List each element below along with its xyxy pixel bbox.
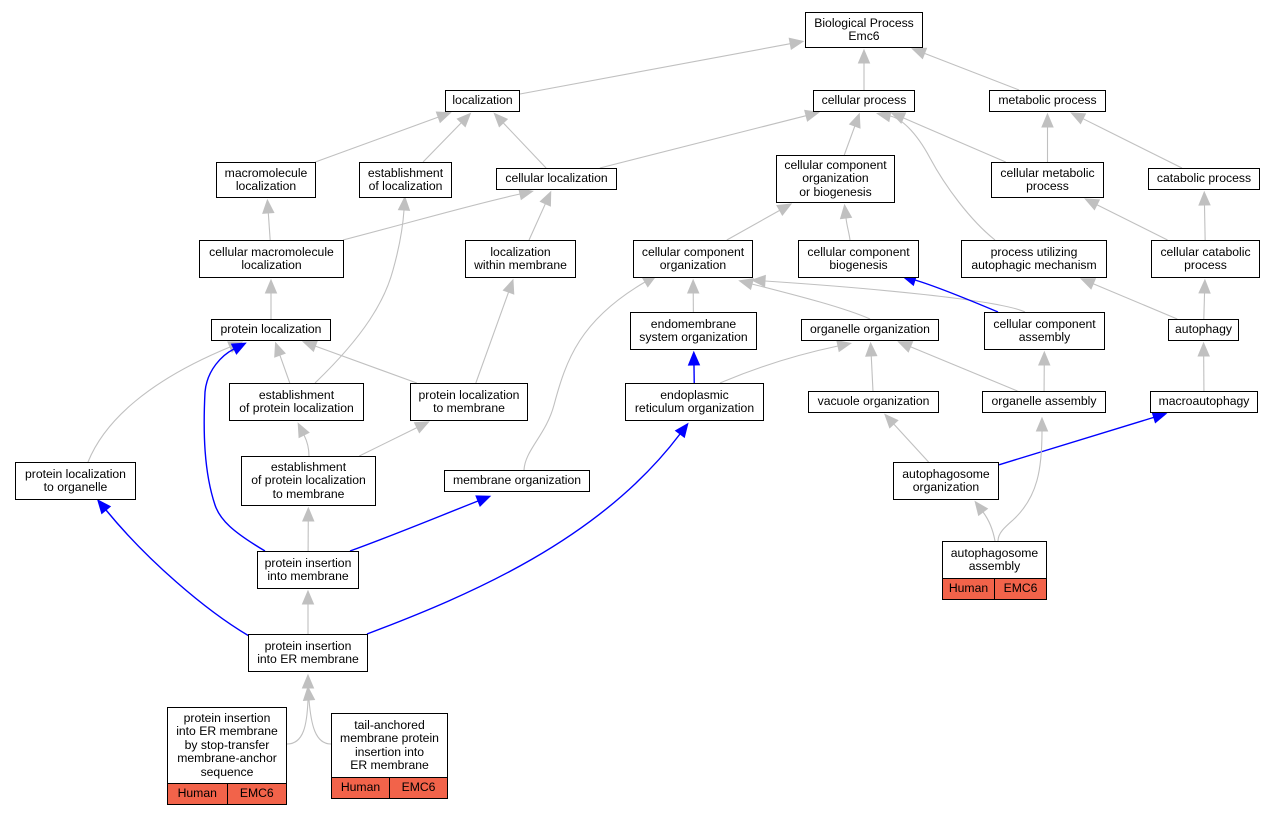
- edge-autoph-to-ccp: [1198, 278, 1211, 320]
- edge-apa-to-apo: [974, 500, 996, 542]
- edge-pier-to-ero: [366, 422, 689, 635]
- term-node-estloc[interactable]: establishment of localization: [359, 162, 452, 198]
- edge-cellloc-to-loc: [493, 112, 547, 169]
- edge-eplm-to-estprotloc: [297, 422, 310, 457]
- term-node-cp[interactable]: cellular process: [813, 90, 915, 112]
- edge-puam-to-cp: [875, 109, 996, 241]
- edge-cmacroloc-to-macroloc: [262, 198, 275, 241]
- edge-apo-to-macroaut: [998, 411, 1168, 466]
- edge-orga-to-cca: [1038, 350, 1051, 392]
- edge-ccb-to-ccob: [839, 203, 853, 241]
- term-node-vaco[interactable]: vacuole organization: [808, 391, 939, 413]
- edge-pier-to-plto: [96, 498, 250, 637]
- edge-ccp-to-catp: [1198, 190, 1211, 241]
- term-node-plto[interactable]: protein localization to organelle: [15, 462, 136, 500]
- term-node-orgo[interactable]: organelle organization: [801, 319, 939, 341]
- term-node-pim[interactable]: protein insertion into membrane: [257, 551, 359, 589]
- term-node-protloc[interactable]: protein localization: [211, 319, 331, 341]
- edge-macroloc-to-loc: [315, 111, 452, 163]
- term-node-cmp[interactable]: cellular metabolic process: [991, 162, 1104, 198]
- edge-orga-to-orgo: [897, 341, 1018, 392]
- term-label: autophagosome assembly: [950, 545, 1039, 573]
- edge-apa-to-orga: [997, 416, 1049, 542]
- species-tag: Human: [943, 579, 994, 599]
- term-node-bp[interactable]: Biological Process Emc6: [805, 12, 923, 48]
- edge-estloc-to-loc: [422, 112, 472, 163]
- edge-estprotloc-to-estloc: [314, 195, 411, 384]
- term-node-estprotloc[interactable]: establishment of protein localization: [229, 383, 364, 421]
- edge-macroaut-to-autoph: [1197, 341, 1210, 392]
- term-label: protein insertion into ER membrane by st…: [176, 710, 278, 779]
- edge-cmp-to-cp: [890, 112, 1006, 163]
- edge-ccob-to-cp: [843, 112, 861, 156]
- term-node-eso[interactable]: endomembrane system organization: [630, 312, 757, 350]
- gene-tag: EMC6: [226, 784, 286, 804]
- term-node-pierst[interactable]: protein insertion into ER membrane by st…: [167, 707, 287, 805]
- edge-ero-to-orgo: [719, 339, 852, 384]
- edge-locwm-to-cellloc: [528, 190, 552, 241]
- term-node-loc[interactable]: localization: [445, 90, 520, 112]
- edge-eso-to-cco: [686, 278, 700, 313]
- term-node-pier[interactable]: protein insertion into ER membrane: [248, 634, 368, 672]
- edge-apo-to-vaco: [884, 413, 929, 463]
- edge-ero-to-eso: [687, 350, 701, 384]
- term-node-locwm[interactable]: localization within membrane: [465, 240, 576, 278]
- term-node-cmacroloc[interactable]: cellular macromolecule localization: [199, 240, 344, 278]
- term-node-ccb[interactable]: cellular component biogenesis: [798, 240, 919, 278]
- gene-tag: EMC6: [389, 778, 447, 798]
- edge-vaco-to-orgo: [865, 341, 878, 392]
- term-node-apo[interactable]: autophagosome organization: [893, 462, 999, 500]
- edge-estprotloc-to-protloc: [274, 341, 291, 384]
- edge-cellloc-to-cp: [599, 109, 820, 169]
- gene-tag: EMC6: [994, 579, 1046, 599]
- term-node-cellloc[interactable]: cellular localization: [496, 168, 617, 190]
- species-tag: Human: [332, 778, 389, 798]
- term-node-mp[interactable]: metabolic process: [989, 90, 1106, 112]
- edge-pltm-to-protloc: [301, 340, 417, 384]
- edge-catp-to-mp: [1070, 112, 1183, 169]
- edge-pier-to-pim: [301, 589, 315, 634]
- term-node-orga[interactable]: organelle assembly: [982, 391, 1106, 413]
- term-node-ccob[interactable]: cellular component organization or bioge…: [776, 155, 895, 203]
- edge-protloc-to-cmacroloc: [264, 278, 278, 320]
- edge-ccp-to-cmp: [1084, 198, 1168, 241]
- edge-cca-to-cco: [750, 274, 1026, 313]
- edge-pim-to-eplm: [302, 506, 315, 552]
- edge-memo-to-cco: [523, 274, 658, 471]
- edge-pltm-to-locwm: [475, 278, 515, 384]
- term-node-puam[interactable]: process utilizing autophagic mechanism: [961, 240, 1107, 278]
- edge-pim-to-protloc: [203, 342, 266, 552]
- edge-tamp-to-pier: [302, 685, 332, 745]
- term-node-cca[interactable]: cellular component assembly: [984, 312, 1105, 350]
- term-node-ero[interactable]: endoplasmic reticulum organization: [625, 383, 764, 421]
- edge-cp-to-bp: [857, 48, 871, 90]
- edge-cmp-to-mp: [1041, 112, 1054, 162]
- term-node-macroloc[interactable]: macromolecule localization: [216, 162, 316, 198]
- edge-cco-to-ccob: [726, 203, 793, 241]
- term-node-macroaut[interactable]: macroautophagy: [1150, 391, 1258, 413]
- edge-loc-to-bp: [519, 37, 805, 95]
- term-label: tail-anchored membrane protein insertion…: [340, 717, 439, 772]
- edge-autoph-to-puam: [1080, 278, 1178, 320]
- term-node-tamp[interactable]: tail-anchored membrane protein insertion…: [331, 713, 448, 799]
- term-node-cco[interactable]: cellular component organization: [633, 240, 753, 278]
- term-node-eplm[interactable]: establishment of protein localization to…: [241, 456, 376, 506]
- term-node-autoph[interactable]: autophagy: [1168, 319, 1239, 341]
- edge-orgo-to-cco: [738, 278, 871, 320]
- edge-eplm-to-pltm: [359, 421, 430, 457]
- species-tag: Human: [168, 784, 227, 804]
- term-node-ccp[interactable]: cellular catabolic process: [1151, 240, 1260, 278]
- term-node-memo[interactable]: membrane organization: [444, 470, 590, 492]
- term-node-catp[interactable]: catabolic process: [1148, 168, 1260, 190]
- edge-pim-to-memo: [349, 495, 492, 552]
- edge-mp-to-bp: [911, 47, 1020, 91]
- term-node-pltm[interactable]: protein localization to membrane: [410, 383, 528, 421]
